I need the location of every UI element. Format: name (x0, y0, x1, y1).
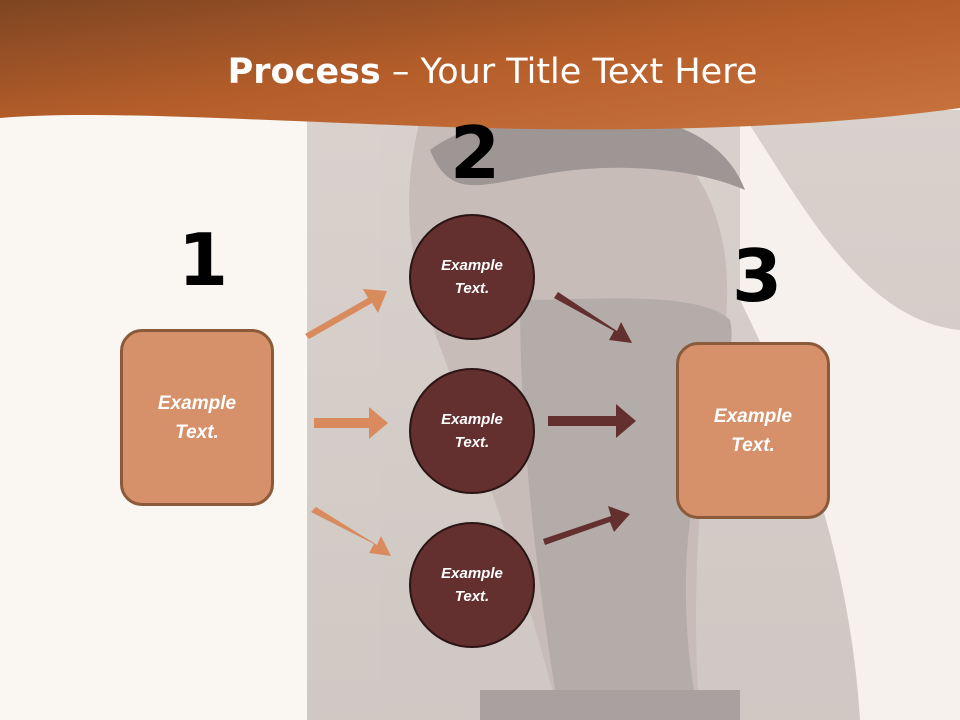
title-rest: – Your Title Text Here (380, 52, 758, 92)
header-band (0, 0, 960, 130)
step-number-3: 3 (732, 234, 783, 318)
arrow-to-bottom-circle (311, 507, 391, 556)
circle-middle-label-line1: Example (441, 411, 503, 428)
step-3-label-line1: Example (713, 405, 793, 427)
slide-title: Process – Your Title Text Here (0, 52, 960, 92)
circle-top-label-line2: Text. (454, 280, 490, 297)
step-1-label-line1: Example (157, 392, 237, 414)
step-1-box: Example Text. (120, 329, 274, 506)
arrow-from-middle-circle (548, 404, 636, 438)
step-1-label-line2: Text. (175, 421, 219, 443)
circle-top-label-line1: Example (441, 257, 503, 274)
circle-bottom-label-line1: Example (441, 565, 503, 582)
circle-middle-label-line2: Text. (454, 434, 490, 451)
step-2-circle-top: Example Text. (409, 214, 535, 340)
arrow-from-top-circle (554, 292, 632, 343)
title-bold: Process (227, 52, 381, 92)
step-number-2: 2 (450, 111, 501, 195)
step-3-box: Example Text. (676, 342, 830, 519)
arrow-to-top-circle (305, 289, 387, 339)
step-number-1: 1 (178, 218, 229, 302)
step-2-circle-middle: Example Text. (409, 368, 535, 494)
arrow-from-bottom-circle (543, 506, 630, 545)
arrow-to-middle-circle (314, 407, 388, 439)
step-2-circle-bottom: Example Text. (409, 522, 535, 648)
circle-bottom-label-line2: Text. (454, 588, 490, 605)
step-3-label-line2: Text. (731, 434, 775, 456)
